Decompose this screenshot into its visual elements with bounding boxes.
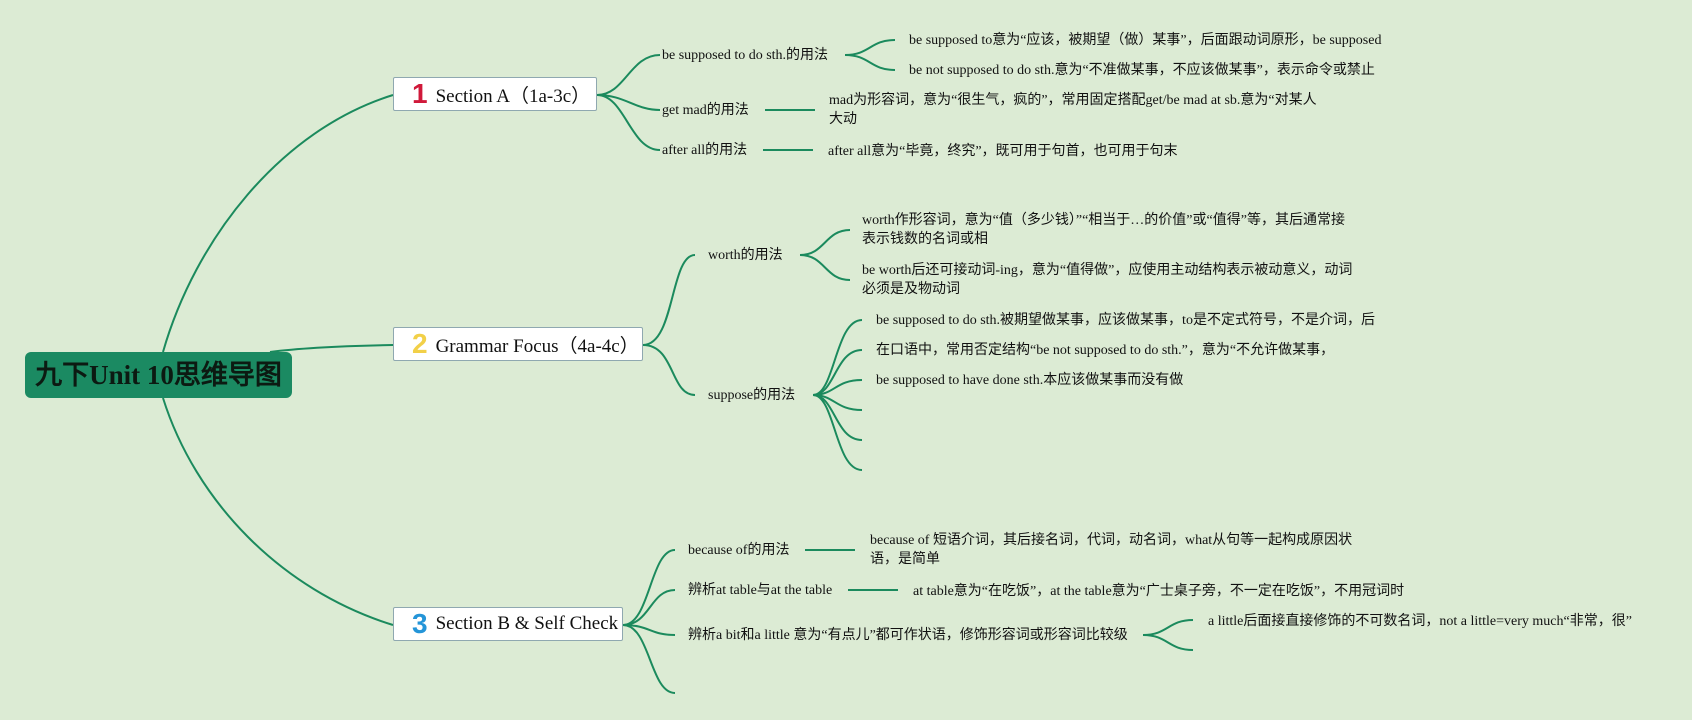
link-root-section-1 xyxy=(162,94,394,353)
link-s3-sub-4 xyxy=(622,624,676,694)
link-worth-leaf-1 xyxy=(799,229,851,256)
section-title-1: Section A（1a-3c） xyxy=(435,85,591,107)
link-worth-leaf-2 xyxy=(799,254,851,281)
leaf-suppose-have-done[interactable]: be supposed to have done sth.本应该做某事而没有做 xyxy=(876,373,1184,388)
leaf-after-all-meaning[interactable]: after all意为“毕竟，终究”，既可用于句首，也可用于句末 xyxy=(828,144,1178,159)
section-number-1: 1 xyxy=(412,78,428,109)
link-s2-sub-2 xyxy=(642,344,696,396)
leaf-because-of-meaning[interactable]: because of 短语介词，其后接名词，代词，动名词，what从句等一起构成… xyxy=(870,533,1353,567)
section-node-3[interactable]: 3 Section B & Self Check xyxy=(393,607,623,641)
root-node[interactable]: 九下Unit 10思维导图 xyxy=(25,352,292,398)
subtopic-because-of[interactable]: because of的用法 xyxy=(688,543,790,558)
link-s1-sub-1 xyxy=(596,54,661,96)
link-sub1-leaf-2 xyxy=(844,54,896,71)
leaf-a-little-meaning[interactable]: a little后面接直接修饰的不可数名词，not a little=very … xyxy=(1208,614,1632,629)
section-number-2: 2 xyxy=(412,328,428,359)
leaf-be-worth-doing[interactable]: be worth后还可接动词-ing，意为“值得做”，应使用主动结构表示被动意义… xyxy=(862,263,1353,297)
subtopic-after-all[interactable]: after all的用法 xyxy=(662,143,748,158)
subtopic-at-table[interactable]: 辨析at table与at the table xyxy=(688,583,833,598)
link-suppose-leaf-6 xyxy=(812,394,863,471)
link-suppose-leaf-1 xyxy=(812,319,863,396)
link-suppose-leaf-2 xyxy=(812,349,863,396)
link-abit-leaf-2 xyxy=(1142,634,1194,651)
section-title-2: Grammar Focus（4a-4c） xyxy=(435,335,639,357)
section-node-2[interactable]: 2 Grammar Focus（4a-4c） xyxy=(393,327,643,361)
subtopic-worth[interactable]: worth的用法 xyxy=(708,248,783,263)
link-s3-sub-2 xyxy=(622,589,676,626)
link-root-section-3 xyxy=(162,397,394,626)
leaf-be-supposed-meaning[interactable]: be supposed to意为“应该，被期望（做）某事”，后面跟动词原形，be… xyxy=(909,33,1382,48)
leaf-mad-meaning[interactable]: mad为形容词，意为“很生气，疯的”，常用固定搭配get/be mad at s… xyxy=(829,93,1317,127)
leaf-at-table-meaning[interactable]: at table意为“在吃饭”，at the table意为“广士桌子旁，不一定… xyxy=(913,584,1405,599)
leaf-suppose-expected[interactable]: be supposed to do sth.被期望做某事，应该做某事，to是不定… xyxy=(876,313,1375,328)
link-abit-leaf-1 xyxy=(1142,619,1194,636)
link-s3-sub-1 xyxy=(622,549,676,626)
leaf-suppose-spoken-negative[interactable]: 在口语中，常用否定结构“be not supposed to do sth.”，… xyxy=(876,343,1335,358)
link-root-section-2 xyxy=(269,344,394,353)
leaf-worth-adjective[interactable]: worth作形容词，意为“值（多少钱）”“相当于…的价值”或“值得”等，其后通常… xyxy=(862,213,1345,247)
section-title-3: Section B & Self Check xyxy=(435,613,619,634)
subtopic-be-supposed[interactable]: be supposed to do sth.的用法 xyxy=(662,48,829,63)
subtopic-suppose[interactable]: suppose的用法 xyxy=(708,388,796,403)
subtopic-a-bit-a-little[interactable]: 辨析a bit和a little 意为“有点儿”都可作状语，修饰形容词或形容词比… xyxy=(688,628,1128,643)
section-number-3: 3 xyxy=(412,608,428,639)
link-s2-sub-1 xyxy=(642,254,696,346)
leaf-be-not-supposed[interactable]: be not supposed to do sth.意为“不准做某事，不应该做某… xyxy=(909,63,1375,78)
link-suppose-leaf-5 xyxy=(812,394,863,441)
link-s1-sub-3 xyxy=(596,94,661,151)
section-node-1[interactable]: 1 Section A（1a-3c） xyxy=(393,77,597,111)
subtopic-get-mad[interactable]: get mad的用法 xyxy=(662,103,749,118)
link-sub1-leaf-1 xyxy=(844,39,896,56)
